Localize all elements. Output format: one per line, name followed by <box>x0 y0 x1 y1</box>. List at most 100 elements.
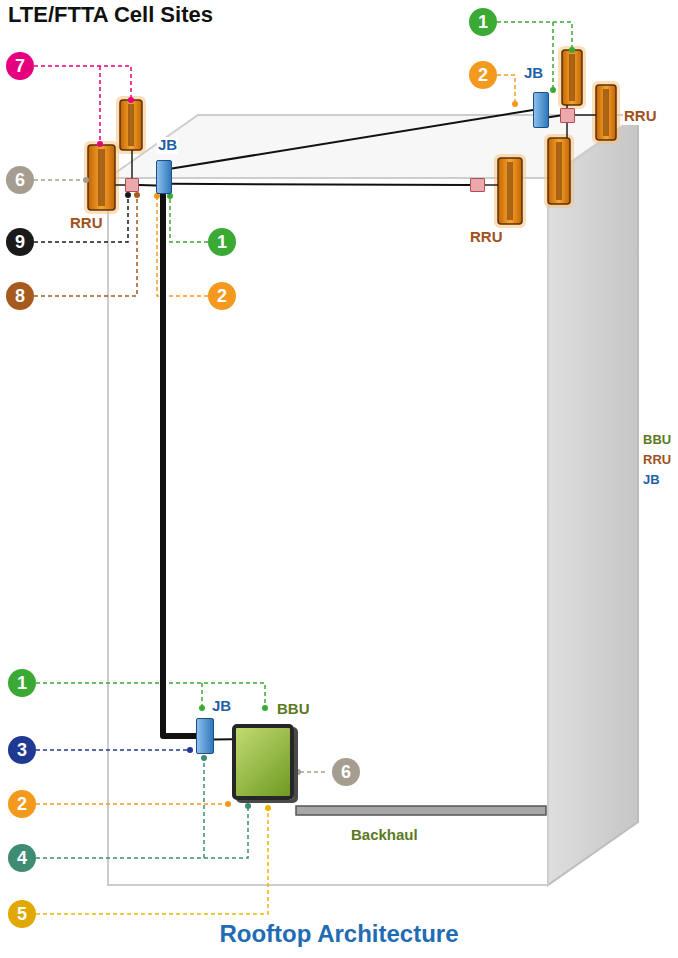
node-label-wrap: JB <box>211 698 232 715</box>
callout-circle: 6 <box>332 758 360 786</box>
leader-line <box>36 810 268 914</box>
callout-number: 1 <box>17 674 27 692</box>
part-label: RRU <box>642 452 672 467</box>
antenna-body <box>548 138 570 204</box>
leader-dot <box>97 141 103 147</box>
building-front <box>108 178 548 885</box>
antenna-panel <box>116 96 146 154</box>
page-title: LTE/FTTA Cell Sites <box>8 2 213 28</box>
leader-dot <box>262 705 268 711</box>
bbu-unit: BBU <box>232 724 294 800</box>
callout-circle: 2 <box>208 282 236 310</box>
leader-line <box>36 803 226 805</box>
leader-line <box>36 749 188 751</box>
node-label-wrap: JB <box>523 65 544 82</box>
leader-dot <box>83 177 89 183</box>
node-label: JB <box>523 65 544 82</box>
part-label-wrap: RRU <box>642 452 672 467</box>
callout-circle: 3 <box>8 736 36 764</box>
part-label-wrap: BBU <box>642 432 672 447</box>
fiber-cable <box>139 184 156 187</box>
fiber-cable <box>214 738 232 740</box>
rru-box: RRU <box>560 108 575 123</box>
callout-circle: 2 <box>469 61 497 89</box>
antenna-stripe <box>98 149 105 206</box>
node-label: JB <box>157 137 178 154</box>
rru-box: RRU <box>125 178 139 192</box>
node-label: RRU <box>623 108 658 125</box>
callout-circle: 9 <box>6 228 34 256</box>
antenna-body <box>498 158 522 224</box>
leader-dot <box>512 101 518 107</box>
callout-number: 9 <box>15 233 25 251</box>
leader-dot <box>201 755 207 761</box>
node-label-wrap: JB <box>157 137 178 154</box>
antenna-glow <box>116 96 146 154</box>
node-label: BBU <box>276 701 311 718</box>
leader-line <box>300 771 328 773</box>
rru-box: RRU <box>470 178 485 192</box>
node-label-wrap: RRU <box>623 108 658 125</box>
antenna-glow <box>494 154 526 228</box>
callout-circle: 1 <box>8 669 36 697</box>
part-label-wrap: JB <box>642 472 661 487</box>
node-label: JB <box>211 698 232 715</box>
callout-circle: 2 <box>8 790 36 818</box>
fiber-cable <box>549 116 560 118</box>
leader-dot <box>125 192 131 198</box>
leader-dot <box>265 805 271 811</box>
callout-circle: 4 <box>8 844 36 872</box>
leader-dot <box>245 803 251 809</box>
callout-number: 1 <box>478 13 488 31</box>
callout-number: 2 <box>217 287 227 305</box>
junction-box: JB <box>533 92 549 128</box>
antenna-stripe <box>603 89 609 136</box>
antenna-panel <box>494 154 526 228</box>
antenna-body <box>596 85 616 140</box>
antenna-stripe <box>556 142 562 200</box>
antenna-glow <box>544 134 574 208</box>
leader-dot <box>550 87 556 93</box>
antenna-stripe <box>569 54 575 101</box>
node-label: RRU <box>69 215 104 232</box>
node-label: RRU <box>469 229 504 246</box>
building-side <box>548 115 638 885</box>
callout-number: 3 <box>17 741 27 759</box>
leader-line <box>36 760 248 858</box>
title-wrap: LTE/FTTA Cell Sites <box>8 2 213 28</box>
antenna-glow <box>558 46 586 109</box>
callout-number: 6 <box>15 171 25 189</box>
part-label: Backhaul <box>350 826 419 843</box>
antenna-panel <box>558 46 586 109</box>
callout-circle: 5 <box>8 900 36 928</box>
callout-number: 8 <box>15 287 25 305</box>
leader-line <box>497 75 515 102</box>
antenna-panel <box>544 134 574 208</box>
leader-lines <box>34 22 572 914</box>
part-label-wrap: Backhaul <box>350 826 419 843</box>
leader-line <box>34 197 137 296</box>
part-label: BBU <box>642 432 672 447</box>
antenna-glow <box>84 141 119 214</box>
callout-number: 6 <box>341 763 351 781</box>
leader-dot <box>128 97 134 103</box>
leader-dot <box>134 192 140 198</box>
callout-number: 5 <box>17 905 27 923</box>
node-label-wrap: RRU <box>469 229 504 246</box>
callout-number: 7 <box>15 57 25 75</box>
trunk-cable <box>163 194 196 736</box>
callout-number: 1 <box>217 233 227 251</box>
antenna-stripe <box>128 104 134 146</box>
backhaul-cable <box>296 806 546 815</box>
callout-number: 2 <box>478 66 488 84</box>
fiber-cable <box>172 184 470 185</box>
leader-line <box>34 179 84 181</box>
leader-line <box>497 22 572 88</box>
fiber-cable <box>172 110 533 169</box>
antenna-panel <box>84 141 119 214</box>
callout-number: 4 <box>17 849 27 867</box>
leader-dot <box>199 705 205 711</box>
antenna-panel <box>592 81 620 144</box>
